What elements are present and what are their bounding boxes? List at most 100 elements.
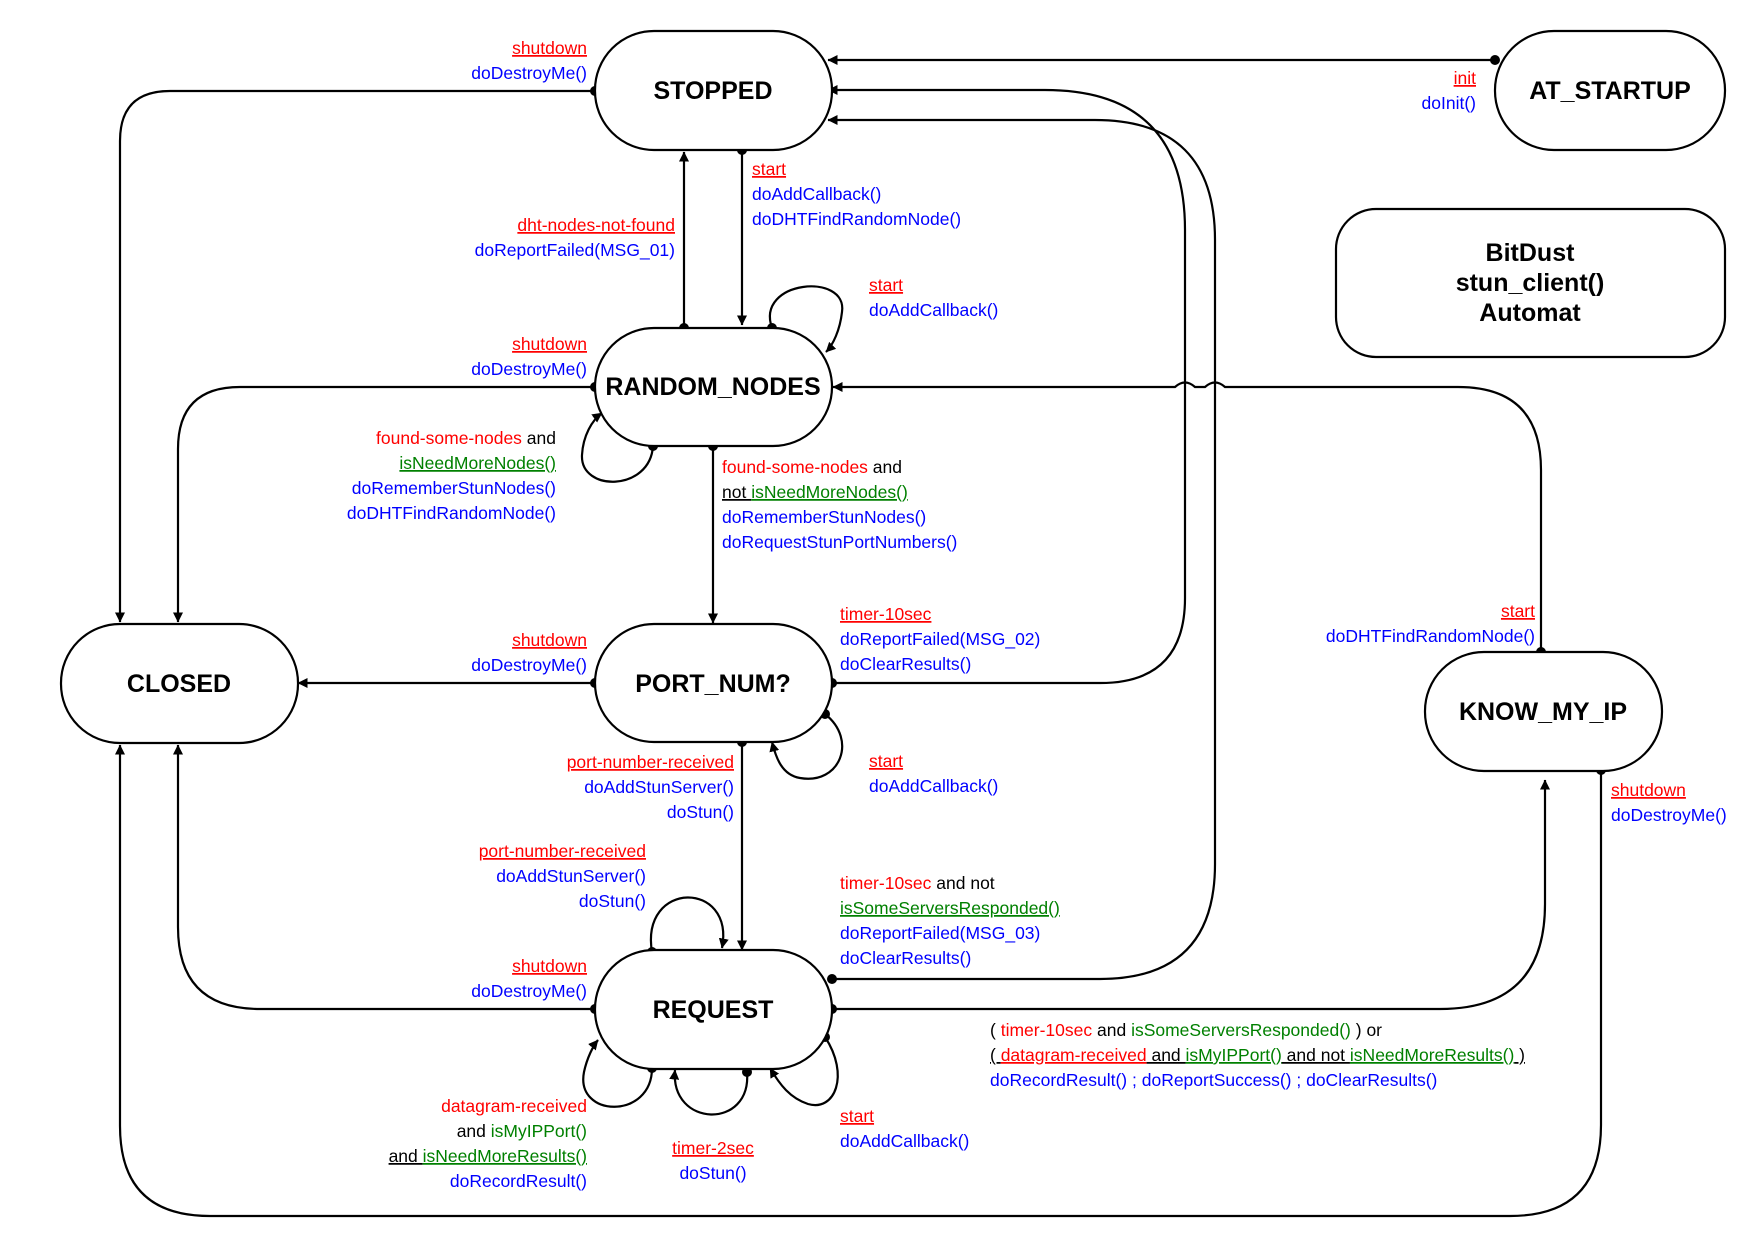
label-segment: and not <box>1282 1045 1350 1065</box>
label-segment: shutdown <box>512 630 587 650</box>
label-segment: ) or <box>1351 1020 1382 1040</box>
label-segment: shutdown <box>512 334 587 354</box>
label-segment: doClearResults() <box>840 654 971 674</box>
label-segment: doDHTFindRandomNode() <box>1326 626 1535 646</box>
label-dht-not-found: dht-nodes-not-found doReportFailed(MSG_01… <box>475 215 675 261</box>
label-segment: doDHTFindRandomNode() <box>752 209 961 229</box>
label-segment: doAddCallback() <box>752 184 881 204</box>
edge-rq-start-loop <box>769 1036 839 1107</box>
label-segment: datagram-received <box>1001 1045 1147 1065</box>
edge-kmi-to-closed <box>115 744 1603 1218</box>
label-segment: ) <box>1514 1045 1525 1065</box>
edge-pn-start-loop <box>769 713 844 780</box>
state-random-nodes-label: RANDOM_NODES <box>605 373 820 401</box>
label-segment: ( <box>990 1045 1001 1065</box>
state-port-num[interactable]: PORT_NUM? <box>593 622 834 744</box>
state-closed-label: CLOSED <box>127 670 231 698</box>
label-stopped-start: start doAddCallback() doDHTFindRandomNode(… <box>752 159 961 229</box>
label-kmi-shutdown: shutdown doDestroyMe() <box>1611 780 1727 825</box>
label-segment: isSomeServersResponded() <box>840 898 1060 918</box>
edge-rq-port-loop <box>649 896 729 953</box>
label-segment: shutdown <box>1611 780 1686 800</box>
label-rq-success: ( timer-10sec and isSomeServersResponded… <box>990 1020 1525 1090</box>
label-segment: doClearResults() <box>840 948 971 968</box>
edge-kmi-to-rn <box>832 381 1543 652</box>
label-segment: and <box>1147 1045 1186 1065</box>
edge-rn-found-loop <box>580 412 655 483</box>
label-segment: start <box>752 159 786 179</box>
state-at-startup[interactable]: AT_STARTUP <box>1493 29 1727 152</box>
label-segment: doStun() <box>667 802 734 822</box>
label-segment: doDestroyMe() <box>1611 805 1727 825</box>
state-know-my-ip[interactable]: KNOW_MY_IP <box>1423 650 1664 773</box>
label-stopped-shutdown: shutdown doDestroyMe() <box>471 38 587 83</box>
label-segment: and <box>868 457 902 477</box>
label-segment: doDHTFindRandomNode() <box>347 503 556 523</box>
edge-pn-timer <box>827 85 1187 685</box>
label-segment: and not <box>931 873 994 893</box>
edge-rq-to-closed <box>173 744 595 1011</box>
state-random-nodes[interactable]: RANDOM_NODES <box>593 326 834 448</box>
label-segment: isNeedMoreResults() <box>1350 1045 1514 1065</box>
label-segment: doDestroyMe() <box>471 63 587 83</box>
label-segment: doStun() <box>579 891 646 911</box>
label-segment: shutdown <box>512 38 587 58</box>
label-segment: start <box>869 275 903 295</box>
label-pn-timer: timer-10sec doReportFailed(MSG_02) doClear… <box>840 604 1040 674</box>
state-know-my-ip-label: KNOW_MY_IP <box>1459 698 1627 726</box>
label-segment: doReportFailed(MSG_02) <box>840 629 1040 650</box>
title-line-1: BitDust <box>1486 239 1576 267</box>
label-segment: and <box>1092 1020 1131 1040</box>
label-segment: doDestroyMe() <box>471 655 587 675</box>
state-closed[interactable]: CLOSED <box>59 622 300 745</box>
label-segment: doRequestStunPortNumbers() <box>722 532 957 552</box>
label-segment: found-some-nodes <box>376 428 522 448</box>
state-stopped[interactable]: STOPPED <box>593 29 834 152</box>
edge-rn-start-loop <box>768 285 844 353</box>
edge-rn-to-closed <box>173 385 595 623</box>
label-segment: datagram-received <box>441 1096 587 1116</box>
label-pn-shutdown: shutdown doDestroyMe() <box>471 630 587 675</box>
label-segment: doStun() <box>679 1163 746 1183</box>
label-segment: shutdown <box>512 956 587 976</box>
label-segment: isSomeServersResponded() <box>1131 1020 1351 1040</box>
label-segment: doReportFailed(MSG_01) <box>475 240 675 261</box>
label-segment: doRememberStunNodes() <box>722 507 926 527</box>
label-segment: ( <box>990 1020 1001 1040</box>
label-segment: dht-nodes-not-found <box>517 215 675 235</box>
label-segment: doRecordResult() ; doReportSuccess() ; d… <box>990 1070 1437 1090</box>
label-segment: doRememberStunNodes() <box>352 478 556 498</box>
label-segment: doRecordResult() <box>450 1171 587 1191</box>
label-segment: isNeedMoreNodes() <box>399 453 556 473</box>
state-port-num-label: PORT_NUM? <box>635 670 791 698</box>
label-segment: init <box>1454 68 1477 88</box>
edge-rq-timer-fail <box>827 115 1217 981</box>
edge-rq-timer2-loop <box>669 1069 749 1116</box>
edges <box>115 55 1603 1218</box>
state-request[interactable]: REQUEST <box>593 948 834 1071</box>
label-segment: isMyIPPort() <box>1186 1045 1282 1065</box>
label-segment: port-number-received <box>567 752 734 772</box>
label-segment: doDestroyMe() <box>471 981 587 1001</box>
label-segment: doAddStunServer() <box>584 777 734 797</box>
label-segment: and <box>457 1121 491 1141</box>
label-segment: start <box>840 1106 874 1126</box>
label-segment: doInit() <box>1422 93 1476 113</box>
label-segment: timer-10sec <box>840 604 932 624</box>
label-segment: doReportFailed(MSG_03) <box>840 923 1040 944</box>
edge-rq-datagram-loop <box>582 1039 654 1108</box>
label-segment: start <box>869 751 903 771</box>
edge-rq-success <box>832 779 1550 1011</box>
state-stopped-label: STOPPED <box>653 77 772 105</box>
label-segment: port-number-received <box>479 841 646 861</box>
title-line-2: stun_client() <box>1456 269 1605 297</box>
label-segment: doDestroyMe() <box>471 359 587 379</box>
label-segment: and <box>522 428 556 448</box>
